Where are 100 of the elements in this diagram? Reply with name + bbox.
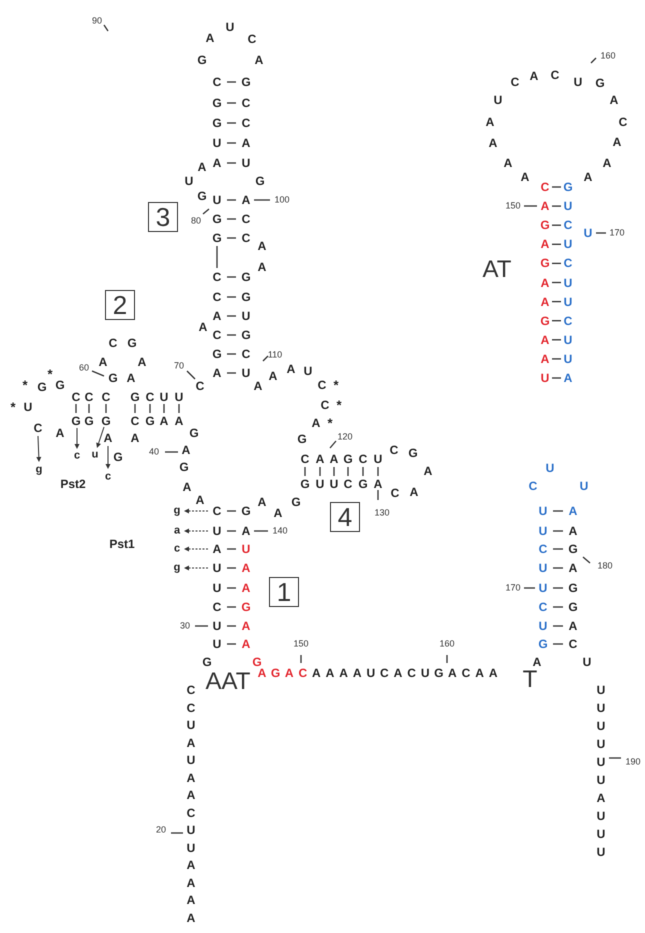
mutation-letter: g — [174, 506, 180, 516]
nucleotide-letter: G — [434, 667, 444, 679]
nucleotide-letter: G — [145, 415, 155, 427]
nucleotide-letter: A — [242, 620, 250, 632]
nucleotide-letter: G — [300, 478, 310, 490]
nucleotide-letter: C — [538, 601, 548, 613]
nucleotide-letter: C — [242, 117, 250, 129]
nucleotide-letter: U — [174, 391, 184, 403]
nucleotide-letter: A — [258, 240, 266, 252]
nucleotide-letter: A — [540, 276, 550, 288]
asterisk-mark: * — [10, 400, 16, 414]
nucleotide-letter: U — [564, 276, 572, 288]
position-number: 140 — [272, 526, 288, 536]
nucleotide-letter: C — [196, 380, 204, 392]
position-number: 80 — [191, 216, 201, 226]
nucleotide-letter: C — [462, 667, 470, 679]
nucleotide-letter: G — [212, 97, 222, 109]
nucleotide-letter: A — [212, 367, 222, 379]
nucleotide-letter: G — [202, 656, 212, 668]
nucleotide-letter: G — [101, 415, 111, 427]
nucleotide-letter: G — [197, 54, 207, 66]
nucleotide-letter: A — [182, 444, 190, 456]
nucleotide-letter: A — [174, 415, 184, 427]
position-number: 110 — [268, 350, 282, 360]
nucleotide-letter: A — [610, 94, 618, 106]
nucleotide-letter: C — [564, 257, 572, 270]
nucleotide-letter: C — [380, 667, 389, 679]
nucleotide-letter: A — [504, 157, 512, 169]
nucleotide-letter: C — [298, 667, 308, 679]
position-number: 130 — [374, 508, 390, 518]
nucleotide-letter: C — [212, 601, 222, 613]
nucleotide-letter: A — [186, 912, 196, 924]
position-number: 120 — [337, 432, 353, 442]
nucleotide-letter: U — [374, 453, 382, 465]
nucleotide-letter: A — [448, 667, 457, 679]
site-label: Pst2 — [60, 478, 86, 490]
nucleotide-letter: C — [102, 391, 110, 403]
mutation-letter: c — [74, 450, 80, 462]
nucleotide-letter: A — [568, 562, 578, 574]
nucleotide-letter: A — [196, 494, 204, 506]
nucleotide-letter: G — [241, 505, 251, 517]
nucleotide-letter: U — [564, 200, 572, 212]
nucleotide-letter: A — [602, 157, 612, 169]
asterisk-mark: * — [333, 378, 339, 392]
nucleotide-letter: A — [126, 372, 136, 384]
nucleotide-letter: U — [242, 367, 250, 379]
nucleotide-letter: A — [242, 638, 250, 650]
nucleotide-letter: U — [212, 137, 222, 149]
nucleotide-letter: U — [212, 525, 222, 537]
nucleotide-letter: U — [596, 846, 606, 858]
nucleotide-letter: C — [186, 806, 196, 818]
nucleotide-letter: G — [252, 656, 262, 668]
nucleotide-letter: U — [226, 21, 234, 33]
mutation-letter: g — [36, 464, 42, 476]
nucleotide-letter: U — [596, 738, 606, 750]
nucleotide-letter: A — [160, 415, 168, 427]
nucleotide-letter: A — [564, 372, 572, 384]
nucleotide-letter: A — [242, 194, 250, 206]
nucleotide-letter: G — [127, 337, 137, 349]
nucleotide-letter: A — [568, 620, 578, 632]
nucleotide-letter: A — [530, 70, 538, 82]
nucleotide-letter: U — [596, 720, 606, 732]
nucleotide-letter: G — [130, 391, 140, 403]
position-number: 20 — [156, 826, 166, 834]
nucleotide-letter: A — [330, 453, 338, 465]
nucleotide-letter: A — [326, 667, 334, 679]
nucleotide-letter: C — [538, 543, 548, 555]
nucleotide-letter: G — [540, 219, 550, 232]
mutation-letter: c — [104, 472, 112, 482]
nucleotide-letter: U — [212, 562, 222, 574]
nucleotide-letter: A — [475, 667, 484, 679]
position-number: 160 — [439, 640, 455, 648]
region-number-box: 2 — [105, 290, 135, 320]
nucleotide-letter: A — [186, 894, 196, 906]
nucleotide-letter: U — [564, 296, 572, 308]
nucleotide-letter: U — [538, 582, 548, 594]
nucleotide-letter: A — [374, 478, 382, 490]
nucleotide-letter: C — [564, 219, 572, 232]
nucleotide-letter: G — [297, 433, 307, 445]
position-number: 150 — [505, 202, 521, 211]
nucleotide-letter: G — [595, 77, 605, 89]
nucleotide-letter: C — [528, 480, 538, 492]
asterisk-mark: * — [22, 378, 28, 392]
nucleotide-letter: G — [179, 461, 189, 473]
nucleotide-letter: A — [186, 789, 196, 801]
asterisk-mark: * — [327, 416, 333, 430]
nucleotide-letter: U — [538, 525, 548, 537]
nucleotide-letter: C — [390, 444, 398, 456]
nucleotide-letter: U — [186, 754, 196, 766]
nucleotide-letter: A — [540, 200, 550, 212]
nucleotide-letter: U — [538, 620, 548, 632]
nucleotide-letter: G — [358, 478, 368, 490]
nucleotide-letter: G — [408, 447, 418, 459]
nucleotide-letter: C — [358, 453, 368, 465]
nucleotide-letter: G — [568, 543, 578, 555]
nucleotide-letter: C — [242, 97, 250, 109]
nucleotide-letter: A — [206, 32, 214, 44]
nucleotide-letter: G — [212, 348, 222, 360]
nucleotide-letter: G — [241, 329, 251, 341]
nucleotide-letter: C — [344, 478, 352, 490]
